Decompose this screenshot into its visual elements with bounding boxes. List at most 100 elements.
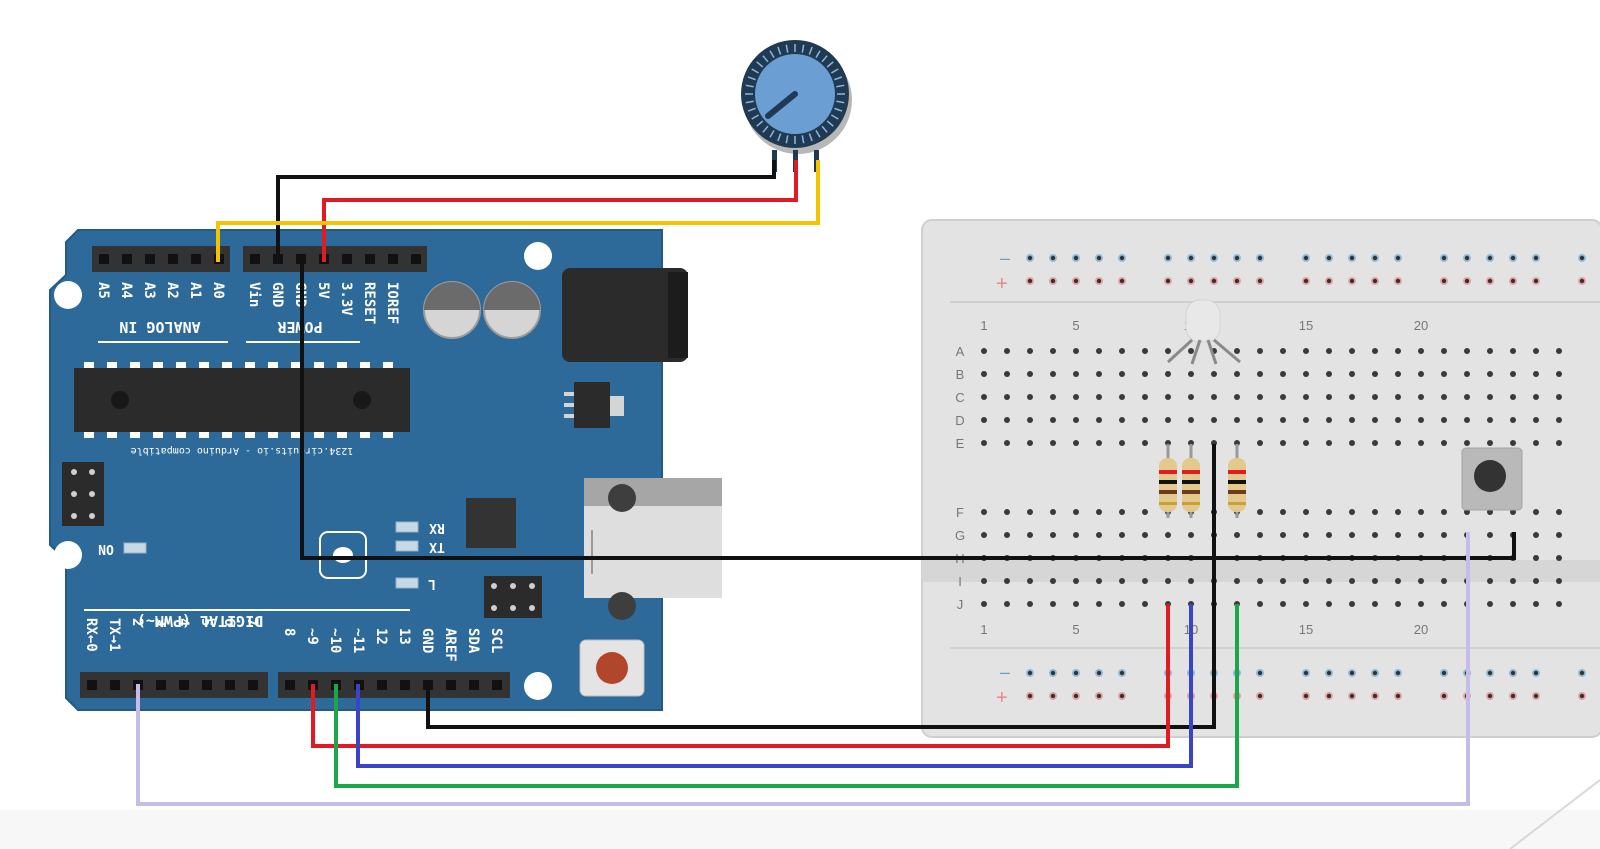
push-button-cap — [1474, 460, 1506, 492]
wire-gnd-led[interactable] — [426, 444, 1216, 729]
wire-pin9-red[interactable] — [311, 604, 1170, 748]
resistor-1[interactable] — [1159, 444, 1177, 518]
wire-gnd-button[interactable] — [300, 262, 1516, 560]
resistor-3[interactable] — [1228, 444, 1246, 518]
pin-label: 3 — [152, 618, 168, 626]
pin-label: ~9 — [304, 628, 320, 645]
column-number: 20 — [1414, 622, 1428, 637]
rx-led — [395, 521, 419, 533]
pin-label: 5V — [315, 282, 331, 299]
pin-label: Vin — [246, 282, 262, 307]
pin-label: AREF — [442, 628, 458, 662]
pin-label: TX→1 — [106, 618, 122, 652]
l-led — [395, 577, 419, 589]
pin-label: 4 — [175, 618, 191, 626]
pin-label: 7 — [244, 618, 260, 626]
pin-label: 13 — [396, 628, 412, 645]
mounting-hole — [524, 242, 552, 270]
slide-footer — [0, 810, 1600, 849]
digital-pin-labels-right: 8 ~9 ~10 ~11 12 13 GND AREF SDA SCL — [281, 628, 504, 662]
wire-pot-gnd[interactable] — [276, 160, 776, 262]
wires — [136, 160, 1516, 806]
row-letter: I — [958, 574, 962, 589]
pin-label: GND — [269, 282, 285, 307]
tx-led — [395, 540, 419, 552]
wire-pin11-blue[interactable] — [356, 604, 1193, 768]
wire-pot-5v[interactable] — [322, 160, 798, 262]
column-number: 20 — [1414, 318, 1428, 333]
rgb-led-dome — [1185, 299, 1221, 343]
push-button[interactable] — [1461, 447, 1523, 511]
power-header — [243, 246, 427, 272]
column-number: 15 — [1299, 318, 1313, 333]
digital-header-left — [80, 672, 268, 698]
pin-label: 6 — [221, 618, 237, 626]
wire-pot-a0[interactable] — [216, 160, 820, 262]
reset-button-cap — [596, 652, 628, 684]
row-letter: D — [955, 413, 964, 428]
pin-label: 3.3V — [338, 282, 354, 316]
row-letter: A — [956, 344, 965, 359]
pin-label: GND — [419, 628, 435, 653]
l-led-label: L — [428, 576, 436, 591]
wire-pin2-button[interactable] — [136, 532, 1470, 806]
digital-label: DIGITAL (PWM~) — [137, 612, 263, 630]
icsp-header — [62, 462, 104, 526]
pin-label: RESET — [361, 282, 377, 324]
pin-label: A2 — [164, 282, 180, 299]
pin-label: A3 — [141, 282, 157, 299]
rgb-led-legs — [1166, 338, 1241, 365]
pin-label: A4 — [118, 282, 134, 299]
analog-in-label: ANALOG IN — [119, 318, 200, 336]
usb-chip — [466, 498, 516, 548]
voltage-regulator — [574, 382, 610, 428]
breadboard-center-channel — [922, 560, 1600, 582]
pin-label: SCL — [488, 628, 504, 653]
row-letter: C — [955, 390, 964, 405]
pin-label: A1 — [187, 282, 203, 299]
pin-label: A0 — [210, 282, 226, 299]
pin-label: 12 — [373, 628, 389, 645]
rx-led-label: RX — [429, 520, 445, 535]
row-letter: F — [956, 505, 964, 520]
row-letter: E — [956, 436, 965, 451]
slide-corner-line — [1509, 779, 1600, 849]
pin-label: ~11 — [350, 628, 366, 653]
pin-label: IOREF — [384, 282, 400, 324]
board-logo — [319, 531, 367, 579]
tx-led-label: TX — [429, 539, 445, 554]
row-letter: B — [956, 367, 965, 382]
rail-minus-bottom-label: – — [1000, 662, 1010, 682]
pin-label: SDA — [465, 628, 481, 654]
wire-pin10-green[interactable] — [334, 604, 1239, 788]
mounting-hole — [524, 672, 552, 700]
row-letter: G — [955, 528, 965, 543]
analog-header — [92, 246, 230, 272]
potentiometer[interactable] — [741, 40, 852, 172]
mounting-hole — [54, 541, 82, 569]
power-label: POWER — [276, 318, 322, 336]
rail-plus-top-label: + — [996, 273, 1008, 295]
breadboard-column-numbers: 1155101015152020 — [980, 318, 1428, 637]
pin-label: 8 — [281, 628, 297, 636]
column-number: 15 — [1299, 622, 1313, 637]
rail-plus-bottom-label: + — [996, 687, 1008, 709]
column-number: 1 — [980, 318, 987, 333]
column-number: 1 — [980, 622, 987, 637]
on-led-label: ON — [98, 541, 114, 556]
column-number: 5 — [1072, 318, 1079, 333]
pin-label: ~10 — [327, 628, 343, 653]
power-jack — [562, 268, 688, 362]
potentiometer-indicator — [765, 91, 798, 119]
on-led — [123, 542, 147, 554]
icsp-header-2 — [484, 576, 542, 618]
rgb-led[interactable] — [1166, 299, 1241, 365]
resistor-2[interactable] — [1182, 444, 1200, 518]
mounting-hole — [54, 281, 82, 309]
